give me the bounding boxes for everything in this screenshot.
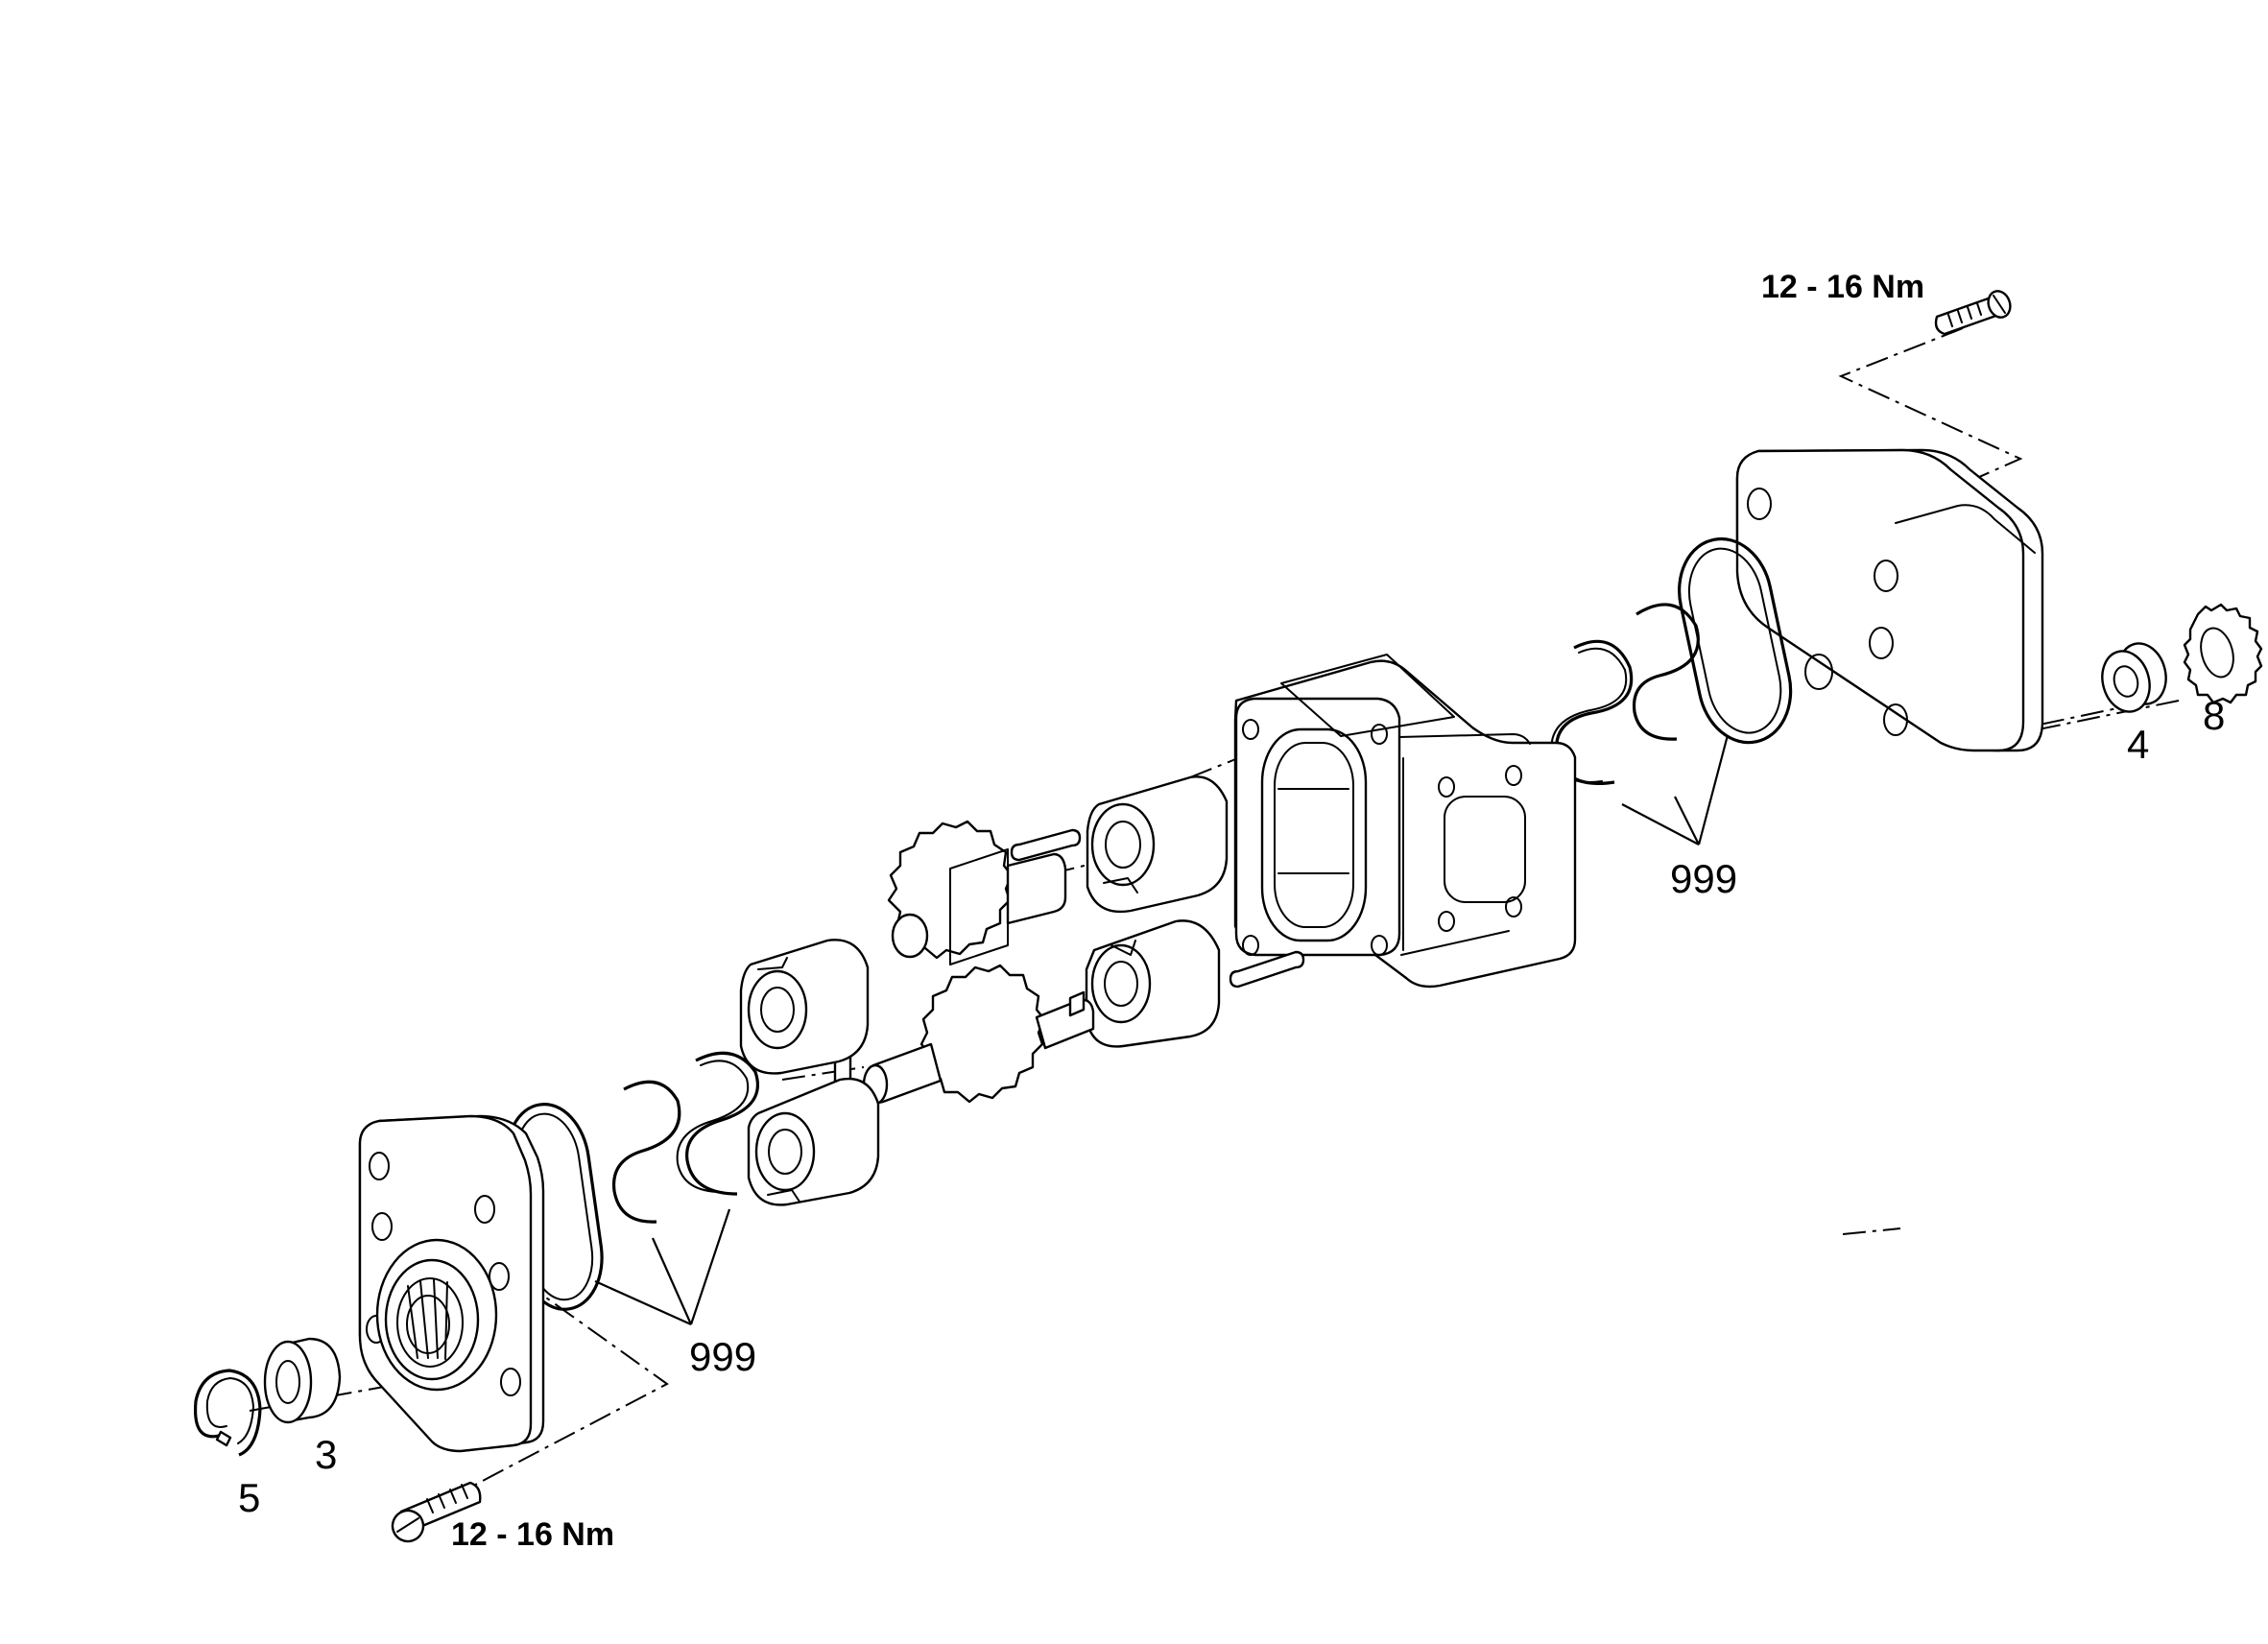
callout-part-4: 4: [2127, 722, 2149, 767]
o-ring-rear: [1678, 536, 1793, 745]
seal-clips-left: [611, 1051, 760, 1224]
callout-999-left: 999: [689, 1334, 756, 1379]
bearing-block-lower-right: [1085, 919, 1221, 1048]
bearing-block-lower-left: [747, 1077, 880, 1206]
torque-label-bottom: 12 - 16 Nm: [451, 1516, 614, 1553]
leader-lines-999-right: [1621, 734, 1730, 846]
drive-gear-upper: [887, 820, 1067, 965]
callout-part-3: 3: [315, 1432, 337, 1477]
dowel-pin-upper: [1010, 828, 1082, 862]
leader-lines-999-left: [594, 1208, 731, 1326]
needle-bearing-rear: [2101, 642, 2167, 713]
pump-body: [1233, 654, 1577, 989]
callout-999-right: 999: [1670, 856, 1737, 901]
top-cap-screw: [1934, 290, 2012, 336]
bearing-block-upper-right: [1086, 775, 1229, 914]
circlip-front: [193, 1369, 262, 1457]
needle-bearing-front: [263, 1337, 342, 1424]
drive-gear-lower: [862, 964, 1095, 1106]
torque-label-top: 12 - 16 Nm: [1761, 269, 1924, 305]
callout-part-8: 8: [2203, 693, 2225, 738]
front-flange: [358, 1114, 545, 1453]
bottom-cap-screw: [391, 1481, 482, 1543]
dowel-pin-lower: [1229, 950, 1305, 989]
rear-cover: [1735, 448, 2044, 752]
lock-washer-rear: [2183, 603, 2263, 704]
callout-part-5: 5: [238, 1475, 260, 1520]
bearing-block-upper-left: [739, 939, 870, 1075]
